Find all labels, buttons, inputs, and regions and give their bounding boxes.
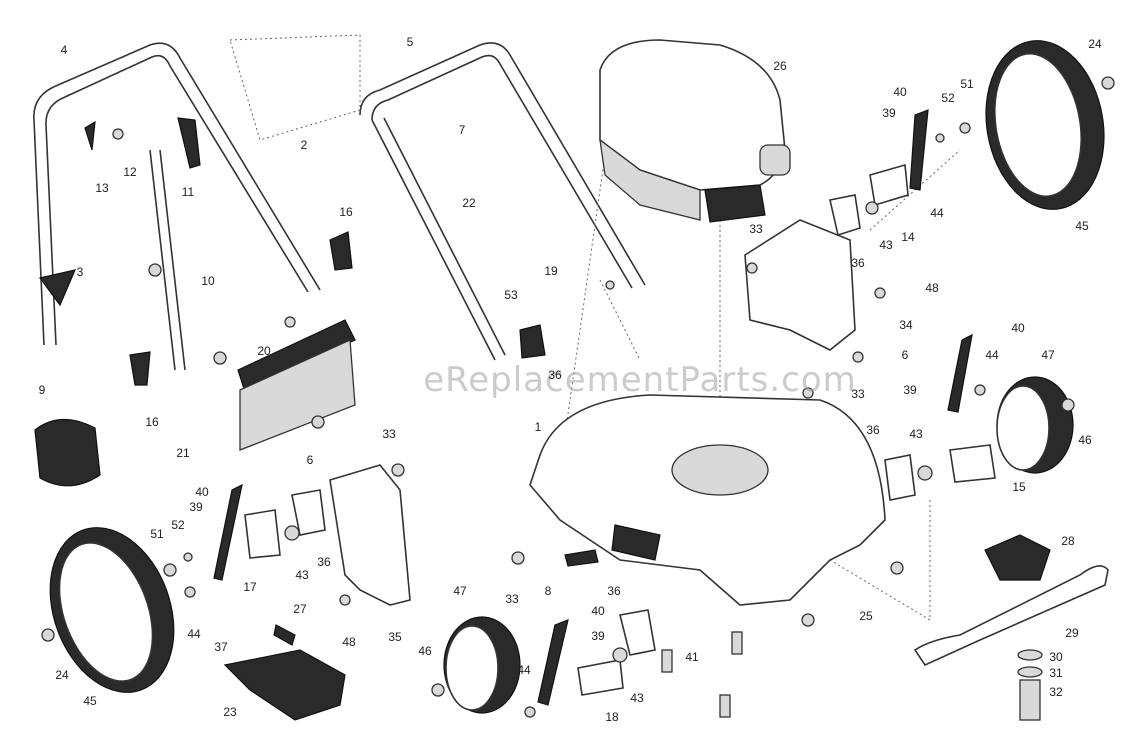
callout-6: 6 <box>306 453 314 467</box>
callout-41: 41 <box>685 650 699 664</box>
callout-44: 44 <box>985 348 999 362</box>
callout-48: 48 <box>925 281 939 295</box>
callout-24: 24 <box>1088 37 1102 51</box>
callout-33: 33 <box>382 427 396 441</box>
callout-36: 36 <box>317 555 331 569</box>
callout-16: 16 <box>145 415 159 429</box>
callout-31: 31 <box>1049 666 1063 680</box>
callout-33: 33 <box>749 222 763 236</box>
callout-19: 19 <box>544 264 558 278</box>
callout-33: 33 <box>505 592 519 606</box>
mulch-plug <box>34 418 101 487</box>
callout-17: 17 <box>243 580 257 594</box>
callout-44: 44 <box>187 627 201 641</box>
callout-24: 24 <box>55 668 69 682</box>
callout-12: 12 <box>123 165 137 179</box>
callout-8: 8 <box>544 584 552 598</box>
callout-44: 44 <box>930 206 944 220</box>
callout-23: 23 <box>223 705 237 719</box>
callout-21: 21 <box>176 446 190 460</box>
callout-37: 37 <box>214 640 228 654</box>
callout-25: 25 <box>859 609 873 623</box>
callout-28: 28 <box>1061 534 1075 548</box>
callout-53: 53 <box>504 288 518 302</box>
engine <box>599 39 791 223</box>
callout-47: 47 <box>453 584 467 598</box>
callout-5: 5 <box>406 35 414 49</box>
callout-51: 51 <box>150 527 164 541</box>
callout-46: 46 <box>1078 433 1092 447</box>
callout-36: 36 <box>607 584 621 598</box>
callout-52: 52 <box>171 518 185 532</box>
watermark: eReplacementParts.com <box>423 360 857 400</box>
callout-18: 18 <box>605 710 619 724</box>
callout-11: 11 <box>181 185 195 199</box>
discharge-chute <box>223 649 346 721</box>
callout-39: 39 <box>882 106 896 120</box>
callout-16: 16 <box>339 205 353 219</box>
callout-20: 20 <box>257 344 271 358</box>
callout-45: 45 <box>1075 219 1089 233</box>
callout-2: 2 <box>300 138 308 152</box>
callout-6: 6 <box>901 348 909 362</box>
wheels <box>49 40 1105 714</box>
callout-14: 14 <box>901 230 915 244</box>
upper-handle <box>359 42 646 361</box>
callout-40: 40 <box>893 85 907 99</box>
callout-40: 40 <box>1011 321 1025 335</box>
callout-29: 29 <box>1065 626 1079 640</box>
callout-43: 43 <box>909 427 923 441</box>
callout-51: 51 <box>960 77 974 91</box>
callout-13: 13 <box>95 181 109 195</box>
callout-30: 30 <box>1049 650 1063 664</box>
callout-39: 39 <box>591 629 605 643</box>
callout-43: 43 <box>630 691 644 705</box>
callout-33: 33 <box>851 387 865 401</box>
callout-46: 46 <box>418 644 432 658</box>
callout-39: 39 <box>189 500 203 514</box>
callout-43: 43 <box>879 238 893 252</box>
callout-43: 43 <box>295 568 309 582</box>
callout-9: 9 <box>38 383 46 397</box>
callout-4: 4 <box>60 43 68 57</box>
callout-10: 10 <box>201 274 215 288</box>
mower-deck <box>529 394 886 606</box>
callout-22: 22 <box>462 196 476 210</box>
callout-47: 47 <box>1041 348 1055 362</box>
callout-36: 36 <box>548 368 562 382</box>
callout-27: 27 <box>293 602 307 616</box>
callout-48: 48 <box>342 635 356 649</box>
callout-34: 34 <box>899 318 913 332</box>
callout-52: 52 <box>941 91 955 105</box>
rear-baffle <box>237 319 356 451</box>
lower-handle <box>33 42 321 371</box>
height-adjuster-plates <box>329 219 856 606</box>
callout-40: 40 <box>591 604 605 618</box>
callout-36: 36 <box>866 423 880 437</box>
callout-3: 3 <box>76 265 84 279</box>
callout-7: 7 <box>458 123 466 137</box>
hardware <box>38 76 1115 718</box>
callout-36: 36 <box>851 256 865 270</box>
leader-lines <box>229 34 961 621</box>
callout-32: 32 <box>1049 685 1063 699</box>
callout-1: 1 <box>534 420 542 434</box>
callout-44: 44 <box>517 663 531 677</box>
callout-39: 39 <box>903 383 917 397</box>
callout-35: 35 <box>388 630 402 644</box>
callout-15: 15 <box>1012 480 1026 494</box>
callout-40: 40 <box>195 485 209 499</box>
callout-26: 26 <box>773 59 787 73</box>
blade-assembly <box>913 534 1109 721</box>
callout-45: 45 <box>83 694 97 708</box>
